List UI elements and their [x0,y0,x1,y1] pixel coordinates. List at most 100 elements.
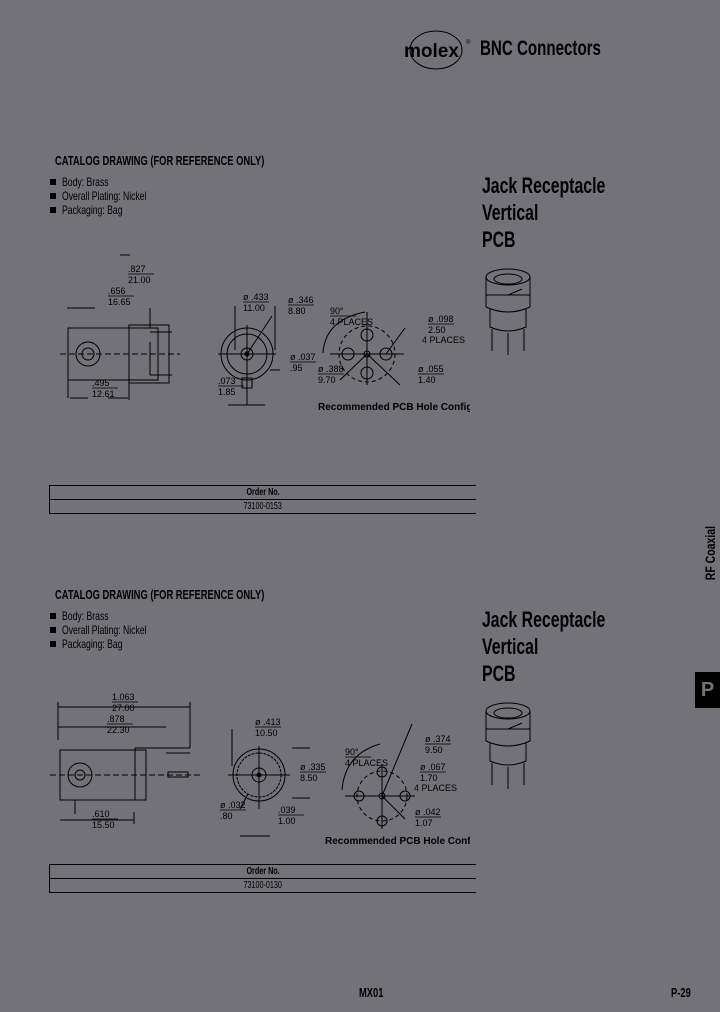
dimension-label: .610 15.50 [92,809,118,830]
dimension-inch: .827 [128,264,146,274]
spec-item: Body: Brass [50,609,179,623]
dimension-note: 4 PLACES [414,783,457,793]
dimension-inch: .073 [218,376,236,386]
bullet-square-icon [50,613,56,619]
bullet-square-icon [50,627,56,633]
dimension-label: .073 1.85 [218,376,244,397]
spec-item: Overall Plating: Nickel [50,623,179,637]
dimension-mm: 4 PLACES [345,758,388,768]
dimension-inch: 90° [330,306,344,316]
dimension-label: 90° 4 PLACES [345,747,388,768]
side-tab-letter: P [695,672,720,708]
dimension-mm: 11.00 [243,303,265,313]
side-tab-label: RF Coaxial Connectors [702,526,718,581]
spec-text: Body: Brass [62,175,109,189]
order-number: 73100-0130 [243,880,283,891]
bullet-square-icon [50,207,56,213]
dimension-mm: .95 [290,363,303,373]
page-header-title: BNC Connectors [480,37,601,60]
page-number: P-29 [671,985,691,1000]
dimension-label: .656 16.65 [108,286,134,307]
molex-logo: molex ® [404,30,471,70]
dimension-note: 4 PLACES [422,335,465,345]
bullet-square-icon [50,193,56,199]
footer-code: MX01 [359,985,384,1000]
product-heading: Jack Receptacle [482,607,606,632]
product-heading: PCB [482,227,516,252]
dimension-inch: ø .042 [415,807,441,817]
connector-photo [485,268,531,355]
spec-text: Body: Brass [62,609,109,623]
bullet-square-icon [50,179,56,185]
dimension-mm: 22.30 [107,725,130,735]
order-table: Order No. 73100-0153 [49,485,476,514]
dimension-inch: ø .346 [288,295,314,305]
dimension-mm: 9.50 [425,745,443,755]
product-section: CATALOG DRAWING (FOR REFERENCE ONLY)Body… [0,584,720,944]
catalog-drawing: .827 21.00 .656 16.65 .495 12.61 ø .433 … [60,254,470,413]
dimension-label: 1.063 27.00 [112,692,138,713]
dimension-inch: 1.063 [112,692,135,702]
dimension-inch: .495 [92,378,110,388]
section-title: CATALOG DRAWING (FOR REFERENCE ONLY) [55,153,265,168]
dimension-inch: ø .413 [255,717,281,727]
dimension-inch: ø .037 [290,352,316,362]
dimension-label: .878 22.30 [107,714,133,735]
dimension-label: ø .433 11.00 [243,292,269,313]
dimension-inch: ø .335 [300,762,326,772]
svg-text:®: ® [466,39,471,46]
dimension-label: ø .413 10.50 [255,717,281,738]
dimension-label: ø .374 9.50 [425,734,451,755]
dimension-inch: ø .433 [243,292,269,302]
dimension-inch: 90° [345,747,359,757]
spec-text: Packaging: Bag [62,637,123,651]
dimension-mm: 1.40 [418,375,436,385]
dimension-mm: 10.50 [255,728,278,738]
spec-item: Packaging: Bag [50,637,179,651]
product-heading: Vertical [482,200,539,225]
dimension-mm: 1.07 [415,818,433,828]
dimension-mm: 12.61 [92,389,115,399]
dimension-label: ø .055 1.40 [418,364,444,385]
dimension-label: .827 21.00 [128,264,154,285]
order-table-header: Order No. [50,486,476,500]
dimension-mm: 16.65 [108,297,131,307]
dimension-inch: ø .374 [425,734,451,744]
dimension-mm: 9.70 [318,375,336,385]
dimension-mm: 15.50 [92,820,115,830]
dimension-label: .495 12.61 [92,378,118,399]
dimension-label: ø .098 2.50 4 PLACES [422,314,465,345]
bullet-square-icon [50,641,56,647]
spec-item: Packaging: Bag [50,203,179,217]
dimension-label: ø .335 8.50 [300,762,326,783]
side-tab: RF Coaxial Connectors [694,526,720,670]
dimension-mm: 1.00 [278,816,296,826]
dimension-mm: 2.50 [428,325,446,335]
spec-text: Overall Plating: Nickel [62,189,147,203]
dimension-inch: ø .098 [428,314,454,324]
spec-text: Overall Plating: Nickel [62,623,147,637]
dimension-label: 90° 4 PLACES [330,306,373,327]
svg-text:molex: molex [404,41,459,62]
dimension-label: ø .042 1.07 [415,807,441,828]
pcb-caption: Recommended PCB Hole Configuration [318,402,470,413]
dimension-label: ø .346 8.80 [288,295,314,316]
product-section: CATALOG DRAWING (FOR REFERENCE ONLY) Body… [0,150,720,514]
connector-photo [485,702,531,789]
spec-item: Overall Plating: Nickel [50,189,179,203]
dimension-inch: ø .032 [220,800,246,810]
dimension-mm: 8.80 [288,306,306,316]
dimension-mm: 8.50 [300,773,318,783]
catalog-drawing: 1.063 27.00 .878 22.30 .610 15.50 ø .413… [50,692,470,847]
product-heading: PCB [482,661,516,686]
dimension-mm: .80 [220,811,233,821]
dimension-label: ø .032 .80 [220,800,246,821]
dimension-inch: .656 [108,286,126,296]
dimension-mm: 1.70 [420,773,438,783]
dimension-mm: 21.00 [128,275,151,285]
dimension-label: ø .067 1.70 4 PLACES [414,762,457,793]
dimension-label: .039 1.00 [278,805,304,826]
